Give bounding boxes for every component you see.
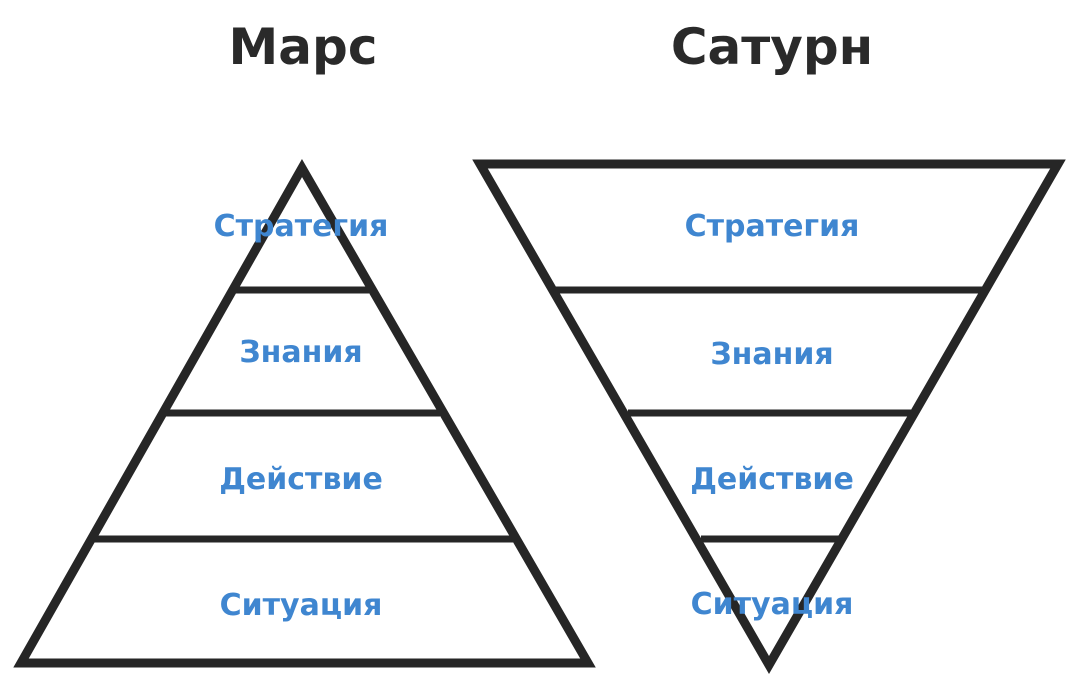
saturn-level-knowledge: Знания bbox=[710, 337, 833, 372]
mars-title: Марс bbox=[229, 18, 378, 76]
mars-diagram: Марс Стратегия Знания Действие Ситуация bbox=[13, 18, 596, 668]
saturn-level-action: Действие bbox=[690, 462, 854, 497]
mars-level-action: Действие bbox=[219, 462, 383, 497]
saturn-level-strategy: Стратегия bbox=[685, 209, 860, 244]
saturn-diagram: Сатурн Стратегия Знания Действие Ситуаци… bbox=[472, 18, 1066, 675]
mars-level-strategy: Стратегия bbox=[214, 209, 389, 244]
mars-level-knowledge: Знания bbox=[239, 335, 362, 370]
saturn-level-situation: Ситуация bbox=[691, 587, 854, 622]
mars-level-situation: Ситуация bbox=[220, 588, 383, 623]
saturn-title: Сатурн bbox=[671, 18, 873, 76]
saturn-inverted-pyramid-outline bbox=[472, 159, 1066, 675]
mars-pyramid-outline bbox=[13, 158, 596, 668]
